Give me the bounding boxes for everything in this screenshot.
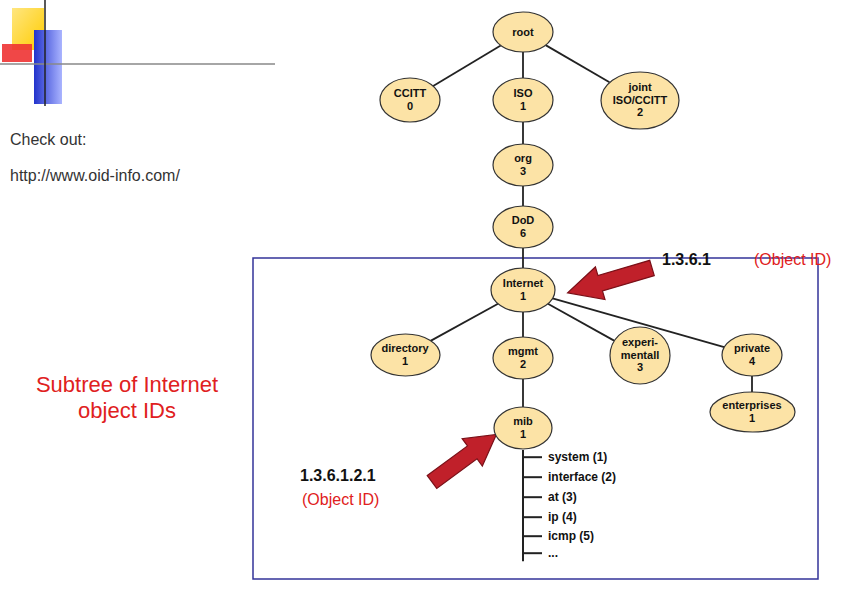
node-name: directory bbox=[370, 342, 440, 355]
oid-node: mib1 bbox=[493, 406, 553, 450]
node-name: enterprises bbox=[712, 399, 792, 412]
corner-square bbox=[2, 44, 32, 62]
tree-branch bbox=[433, 45, 501, 86]
node-name: mib bbox=[493, 415, 553, 428]
node-text: experi- mentall3 bbox=[617, 336, 663, 374]
tree-branch bbox=[522, 186, 524, 206]
list-tick bbox=[523, 496, 542, 498]
node-number: 4 bbox=[722, 355, 782, 368]
tree-branch bbox=[522, 52, 524, 78]
node-text: mgmt2 bbox=[493, 345, 553, 370]
node-text: joint ISO/CCITT2 bbox=[609, 81, 671, 119]
node-name: root bbox=[493, 26, 553, 39]
node-number: 2 bbox=[493, 358, 553, 371]
mib-entry: ip (4) bbox=[548, 510, 577, 524]
oid-node: enterprises1 bbox=[709, 391, 796, 433]
node-number: 0 bbox=[380, 100, 440, 113]
tree-branch bbox=[548, 304, 614, 341]
node-number: 1 bbox=[712, 412, 792, 425]
subtree-frame bbox=[253, 258, 818, 579]
node-name: private bbox=[722, 342, 782, 355]
node-text: mib1 bbox=[493, 415, 553, 440]
pointer-arrow bbox=[422, 421, 507, 496]
region-caption: Subtree of Internet object IDs bbox=[32, 372, 222, 425]
oid-note: (Object ID) bbox=[302, 490, 379, 509]
url-text: http://www.oid-info.com/ bbox=[10, 166, 180, 185]
oid-node: directory1 bbox=[370, 333, 441, 377]
node-text: root bbox=[493, 26, 553, 39]
mib-entry: ... bbox=[548, 546, 558, 560]
oid-node: experi- mentall3 bbox=[609, 326, 671, 385]
node-name: ISO bbox=[493, 87, 553, 100]
node-text: org3 bbox=[493, 152, 553, 177]
node-name: org bbox=[493, 152, 553, 165]
oid-label: 1.3.6.1 bbox=[662, 250, 711, 269]
node-text: private4 bbox=[722, 342, 782, 367]
list-tick bbox=[523, 552, 542, 554]
node-name: experi- mentall bbox=[617, 336, 663, 361]
oid-label: 1.3.6.1.2.1 bbox=[300, 466, 376, 485]
node-number: 1 bbox=[490, 290, 556, 303]
oid-node: org3 bbox=[492, 143, 554, 187]
node-number: 6 bbox=[493, 227, 553, 240]
tree-branch bbox=[522, 248, 524, 268]
note-text: Check out: bbox=[10, 130, 86, 149]
node-number: 3 bbox=[493, 165, 553, 178]
node-number: 1 bbox=[493, 428, 553, 441]
list-tick bbox=[523, 535, 542, 537]
node-number: 3 bbox=[617, 361, 663, 374]
tree-branch bbox=[751, 376, 753, 392]
node-text: directory1 bbox=[370, 342, 440, 367]
node-text: Internet1 bbox=[490, 277, 556, 302]
mib-entry: icmp (5) bbox=[548, 529, 594, 543]
oid-node: mgmt2 bbox=[492, 336, 554, 380]
tree-branch bbox=[522, 379, 524, 407]
node-text: CCITT0 bbox=[380, 87, 440, 112]
tree-branch bbox=[431, 304, 498, 341]
corner-square bbox=[34, 30, 62, 104]
mib-entry: system (1) bbox=[548, 450, 607, 464]
list-stem bbox=[522, 450, 524, 561]
rule-line bbox=[44, 0, 46, 106]
node-number: 2 bbox=[609, 106, 671, 119]
oid-note: (Object ID) bbox=[754, 250, 831, 269]
oid-node: joint ISO/CCITT2 bbox=[600, 71, 680, 130]
oid-node: ISO1 bbox=[492, 77, 554, 123]
node-text: DoD6 bbox=[493, 214, 553, 239]
tree-branch bbox=[546, 45, 610, 82]
oid-node: root bbox=[492, 11, 554, 53]
node-number: 1 bbox=[493, 100, 553, 113]
mib-entry: at (3) bbox=[548, 490, 577, 504]
node-name: DoD bbox=[493, 214, 553, 227]
list-tick bbox=[523, 516, 542, 518]
node-number: 1 bbox=[370, 355, 440, 368]
oid-node: private4 bbox=[721, 333, 783, 377]
node-name: Internet bbox=[490, 277, 556, 290]
node-name: mgmt bbox=[493, 345, 553, 358]
pointer-arrow bbox=[563, 252, 657, 309]
rule-line bbox=[0, 63, 275, 65]
oid-node: DoD6 bbox=[492, 205, 554, 249]
node-name: CCITT bbox=[380, 87, 440, 100]
tree-branch bbox=[522, 122, 524, 144]
node-text: ISO1 bbox=[493, 87, 553, 112]
tree-branch bbox=[522, 312, 524, 337]
node-text: enterprises1 bbox=[712, 399, 792, 424]
oid-node: CCITT0 bbox=[379, 77, 441, 123]
list-tick bbox=[523, 476, 542, 478]
node-name: joint ISO/CCITT bbox=[609, 81, 671, 106]
oid-node: Internet1 bbox=[490, 267, 556, 313]
list-tick bbox=[523, 456, 542, 458]
mib-entry: interface (2) bbox=[548, 470, 616, 484]
